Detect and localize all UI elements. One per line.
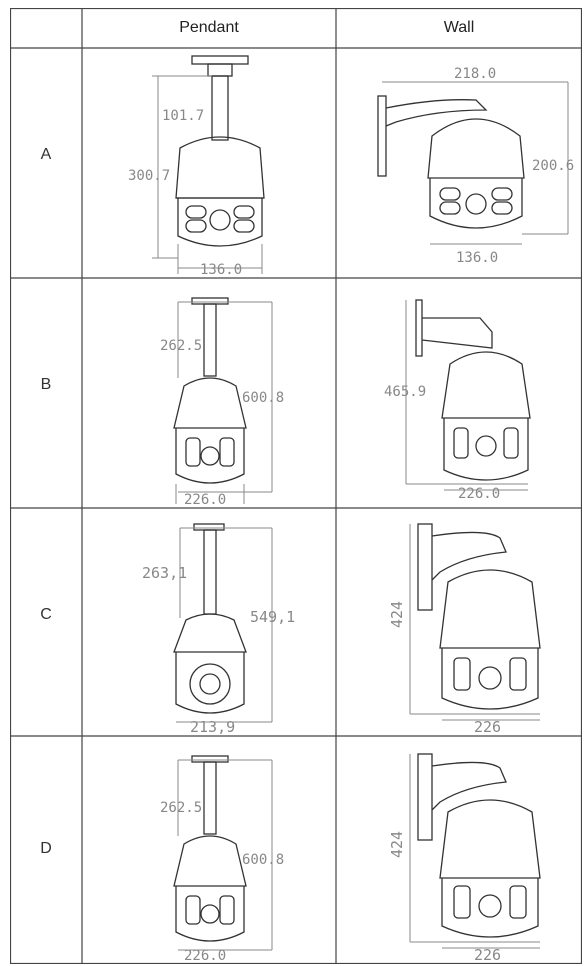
- dim-d-pendant-width: 226.0: [184, 948, 226, 964]
- pendant-camera-c: 263,1 549,1 213,9: [142, 523, 295, 736]
- dim-a-pendant-height: 300.7: [128, 168, 170, 184]
- dim-c-wall-width: 226: [474, 718, 501, 736]
- pendant-camera-b: 262.5 600.8 226.0: [160, 297, 284, 508]
- dim-a-pendant-width: 136.0: [200, 262, 242, 278]
- table-grid: [10, 8, 582, 964]
- dim-b-pendant-width: 226.0: [184, 492, 226, 508]
- dimension-table: Pendant Wall A B C D: [10, 8, 582, 964]
- dim-c-pendant-height: 549,1: [250, 608, 295, 626]
- dim-a-pendant-top: 101.7: [162, 108, 204, 124]
- dim-d-wall-height: 424: [388, 831, 406, 858]
- row-label-c: C: [40, 606, 52, 623]
- dim-d-pendant-top: 262.5: [160, 800, 202, 816]
- header-wall: Wall: [443, 19, 475, 36]
- dim-c-wall-height: 424: [388, 601, 406, 628]
- dim-b-wall-width: 226.0: [458, 486, 500, 502]
- pendant-camera-d: 262.5 600.8 226.0: [160, 755, 284, 964]
- dim-c-pendant-width: 213,9: [190, 718, 235, 736]
- dim-b-wall-height: 465.9: [384, 384, 426, 400]
- dim-b-pendant-top: 262.5: [160, 338, 202, 354]
- dim-d-wall-width: 226: [474, 946, 501, 964]
- dim-b-pendant-height: 600.8: [242, 390, 284, 406]
- dim-a-wall-height: 200.6: [532, 158, 574, 174]
- row-label-b: B: [40, 376, 52, 393]
- dim-d-pendant-height: 600.8: [242, 852, 284, 868]
- wall-camera-c: 424 226: [388, 523, 541, 736]
- row-label-d: D: [40, 840, 52, 857]
- header-pendant: Pendant: [179, 19, 239, 36]
- wall-camera-b: 465.9 226.0: [384, 299, 531, 502]
- dim-a-wall-arm: 218.0: [454, 66, 496, 82]
- row-label-a: A: [40, 146, 52, 163]
- dim-a-wall-width: 136.0: [456, 250, 498, 266]
- wall-camera-a: 218.0 200.6 136.0: [377, 66, 574, 266]
- wall-camera-d: 424 226: [388, 753, 541, 964]
- pendant-camera-a: 101.7 300.7 136.0: [128, 55, 265, 278]
- dim-c-pendant-top: 263,1: [142, 564, 187, 582]
